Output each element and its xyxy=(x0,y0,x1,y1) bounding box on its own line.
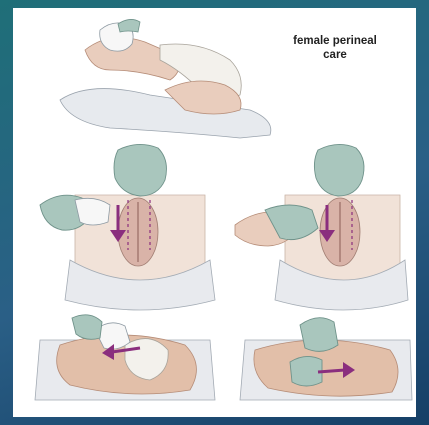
panel-mid-right-center xyxy=(235,144,408,310)
figure-title: female perineal care xyxy=(270,34,400,62)
gloved-hand-icon xyxy=(114,144,166,196)
panel-bottom-right-sidelying xyxy=(240,318,412,400)
gloved-hand-icon xyxy=(300,318,338,352)
gloved-hand-icon xyxy=(290,356,322,386)
washcloth-icon xyxy=(75,198,110,225)
panel-top-positioning xyxy=(60,19,271,138)
gloved-hand-icon xyxy=(72,315,102,340)
panel-mid-left-labia xyxy=(40,144,215,310)
gloved-hand-icon xyxy=(314,144,364,196)
panel-bottom-left-sidelying xyxy=(35,315,215,400)
gloved-hand-icon xyxy=(118,19,140,32)
figure-title-line2: care xyxy=(270,48,400,62)
figure-title-line1: female perineal xyxy=(270,34,400,48)
